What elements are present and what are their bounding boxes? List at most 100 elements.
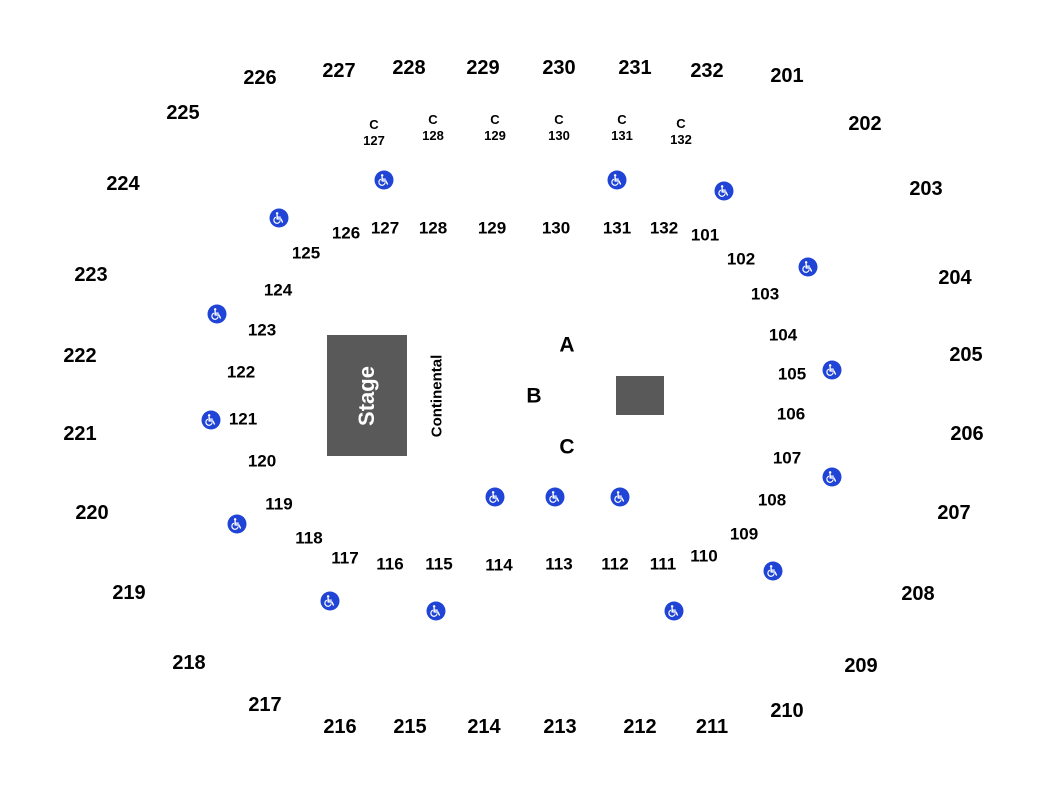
section-205[interactable]: 205 [949, 344, 983, 366]
section-207[interactable]: 207 [937, 502, 971, 524]
club-section-c130[interactable]: C 130 [548, 112, 570, 145]
section-131[interactable]: 131 [602, 218, 632, 238]
wheelchair-accessible-icon [207, 304, 227, 324]
section-130[interactable]: 130 [541, 218, 571, 238]
section-204[interactable]: 204 [938, 267, 972, 289]
section-206[interactable]: 206 [950, 423, 984, 445]
club-letter: C [617, 111, 627, 127]
section-116[interactable]: 116 [376, 554, 404, 574]
section-221[interactable]: 221 [63, 423, 97, 445]
section-225[interactable]: 225 [166, 102, 200, 124]
section-219[interactable]: 219 [112, 582, 146, 604]
section-127[interactable]: 127 [370, 218, 400, 238]
section-108[interactable]: 108 [757, 490, 787, 510]
section-102[interactable]: 102 [726, 249, 756, 269]
section-117[interactable]: 117 [331, 548, 359, 568]
section-222[interactable]: 222 [63, 345, 97, 367]
section-215[interactable]: 215 [393, 716, 427, 738]
section-129[interactable]: 129 [477, 218, 507, 238]
section-118[interactable]: 118 [295, 528, 323, 548]
section-228[interactable]: 228 [392, 57, 426, 79]
wheelchair-accessible-icon [227, 514, 247, 534]
section-220[interactable]: 220 [75, 502, 109, 524]
section-216[interactable]: 216 [323, 716, 357, 738]
section-202[interactable]: 202 [848, 113, 882, 135]
wheelchair-accessible-icon [607, 170, 627, 190]
section-223[interactable]: 223 [74, 264, 108, 286]
section-101[interactable]: 101 [690, 225, 720, 245]
section-104[interactable]: 104 [768, 325, 798, 345]
section-106[interactable]: 106 [776, 404, 806, 424]
section-201[interactable]: 201 [770, 65, 804, 87]
section-218[interactable]: 218 [172, 652, 206, 674]
section-126[interactable]: 126 [331, 223, 361, 243]
continental-label: Continental [428, 354, 446, 438]
floor-section-a[interactable]: A [559, 333, 575, 357]
section-226[interactable]: 226 [243, 67, 277, 89]
wheelchair-accessible-icon [269, 208, 289, 228]
section-227[interactable]: 227 [322, 60, 356, 82]
section-203[interactable]: 203 [909, 178, 943, 200]
section-114[interactable]: 114 [485, 555, 513, 575]
section-125[interactable]: 125 [291, 243, 321, 263]
section-231[interactable]: 231 [618, 57, 652, 79]
wheelchair-accessible-icon [545, 487, 565, 507]
section-211[interactable]: 211 [695, 716, 729, 738]
club-number: 129 [484, 128, 506, 143]
club-number: 127 [363, 133, 385, 148]
section-217[interactable]: 217 [248, 694, 282, 716]
section-124[interactable]: 124 [263, 280, 293, 300]
club-letter: C [490, 111, 500, 127]
section-232[interactable]: 232 [690, 60, 724, 82]
wheelchair-accessible-icon [201, 410, 221, 430]
section-230[interactable]: 230 [542, 57, 576, 79]
section-213[interactable]: 213 [543, 716, 577, 738]
section-122[interactable]: 122 [226, 362, 256, 382]
section-107[interactable]: 107 [772, 448, 802, 468]
section-110[interactable]: 110 [690, 546, 718, 566]
club-section-c132[interactable]: C 132 [670, 116, 692, 149]
section-209[interactable]: 209 [844, 655, 878, 677]
section-208[interactable]: 208 [901, 583, 935, 605]
sound-board [616, 376, 664, 415]
section-229[interactable]: 229 [466, 57, 500, 79]
section-109[interactable]: 109 [729, 524, 759, 544]
club-section-c128[interactable]: C 128 [422, 112, 444, 145]
section-224[interactable]: 224 [106, 173, 140, 195]
club-section-c129[interactable]: C 129 [484, 112, 506, 145]
wheelchair-accessible-icon [320, 591, 340, 611]
club-number: 131 [611, 128, 633, 143]
wheelchair-accessible-icon [714, 181, 734, 201]
wheelchair-accessible-icon [610, 487, 630, 507]
club-letter: C [554, 111, 564, 127]
wheelchair-accessible-icon [374, 170, 394, 190]
floor-section-b[interactable]: B [526, 384, 542, 408]
club-letter: C [369, 116, 379, 132]
section-132[interactable]: 132 [649, 218, 679, 238]
section-121[interactable]: 121 [228, 409, 258, 429]
section-113[interactable]: 113 [545, 554, 573, 574]
section-103[interactable]: 103 [750, 284, 780, 304]
section-123[interactable]: 123 [247, 320, 277, 340]
section-212[interactable]: 212 [623, 716, 657, 738]
floor-section-c[interactable]: C [559, 435, 575, 459]
section-111[interactable]: 111 [649, 554, 677, 574]
club-letter: C [428, 111, 438, 127]
section-120[interactable]: 120 [247, 451, 277, 471]
club-section-c131[interactable]: C 131 [611, 112, 633, 145]
section-112[interactable]: 112 [601, 554, 629, 574]
section-214[interactable]: 214 [467, 716, 501, 738]
section-119[interactable]: 119 [265, 494, 293, 514]
section-128[interactable]: 128 [418, 218, 448, 238]
club-number: 130 [548, 128, 570, 143]
stage-label: Stage [354, 365, 379, 426]
club-letter: C [676, 115, 686, 131]
club-number: 132 [670, 132, 692, 147]
section-115[interactable]: 115 [425, 554, 453, 574]
wheelchair-accessible-icon [664, 601, 684, 621]
stage[interactable]: Stage [327, 335, 407, 456]
section-210[interactable]: 210 [770, 700, 804, 722]
section-105[interactable]: 105 [777, 364, 807, 384]
club-section-c127[interactable]: C 127 [363, 117, 385, 150]
